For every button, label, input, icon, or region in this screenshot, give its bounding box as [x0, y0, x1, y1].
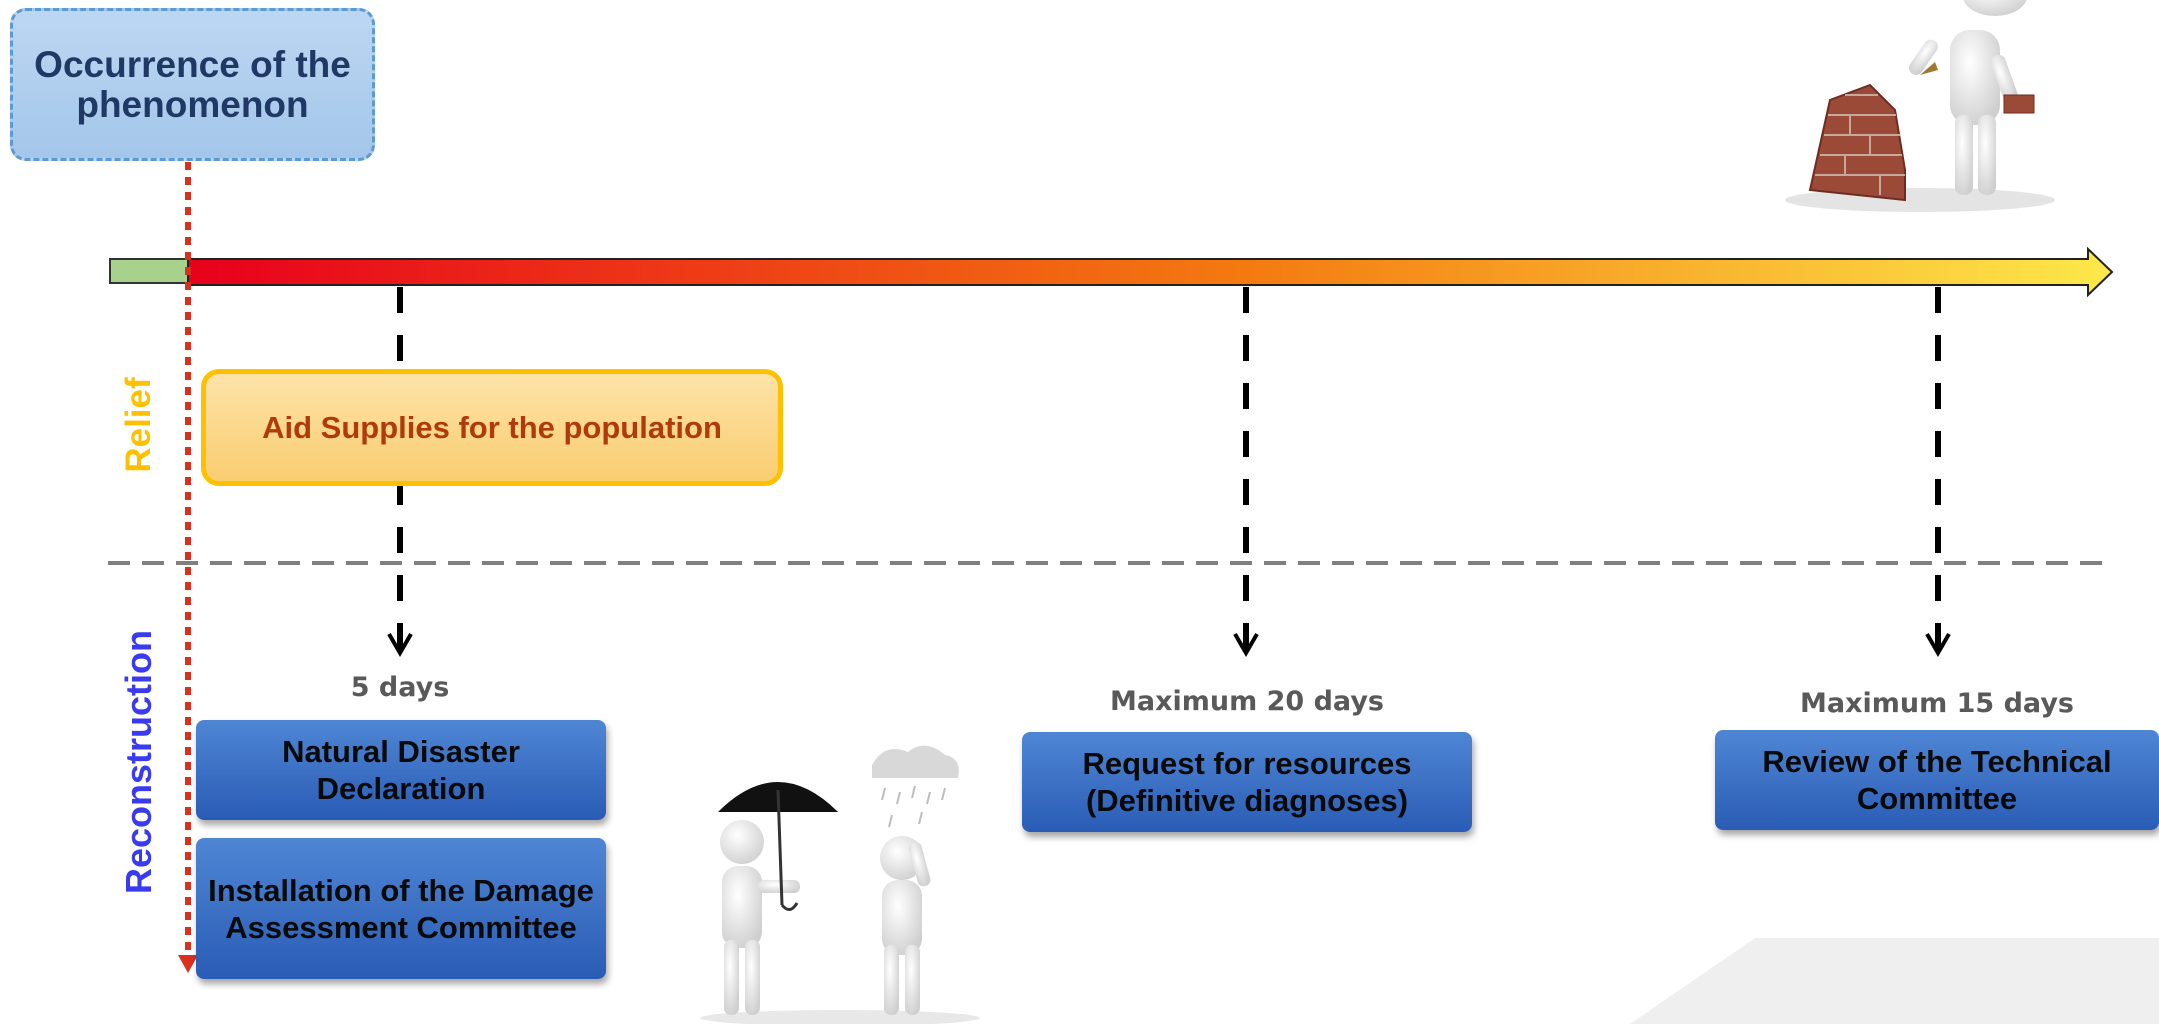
reconstruction-phase-label: Reconstruction [118, 629, 159, 895]
natural-disaster-declaration-box: Natural Disaster Declaration [196, 720, 606, 820]
builder-with-bricks-figure [1785, 0, 2055, 212]
umbrella-and-rain-figures [700, 745, 980, 1024]
milestone-arrow-1 [387, 287, 413, 657]
timeline-arrow [187, 246, 2114, 298]
relief-phase-label: Relief [119, 377, 158, 473]
milestone-arrow-2 [1233, 287, 1259, 657]
duration-label-1: 5 days [350, 672, 450, 703]
technical-committee-review-box: Review of the Technical Committee [1715, 730, 2159, 830]
pre-event-bar [109, 258, 191, 284]
duration-label-2: Maximum 20 days [1109, 686, 1384, 717]
duration-label-3: Maximum 15 days [1799, 688, 2074, 719]
grey-corner-shape [1630, 938, 2159, 1024]
milestone-arrow-3 [1925, 287, 1951, 657]
damage-assessment-committee-box: Installation of the Damage Assessment Co… [196, 838, 606, 979]
request-for-resources-box: Request for resources (Definitive diagno… [1022, 732, 1472, 832]
aid-supplies-box: Aid Supplies for the population [201, 369, 783, 486]
event-line-arrowhead [178, 955, 198, 973]
phenomenon-occurrence-box: Occurrence of the phenomenon [10, 8, 375, 161]
